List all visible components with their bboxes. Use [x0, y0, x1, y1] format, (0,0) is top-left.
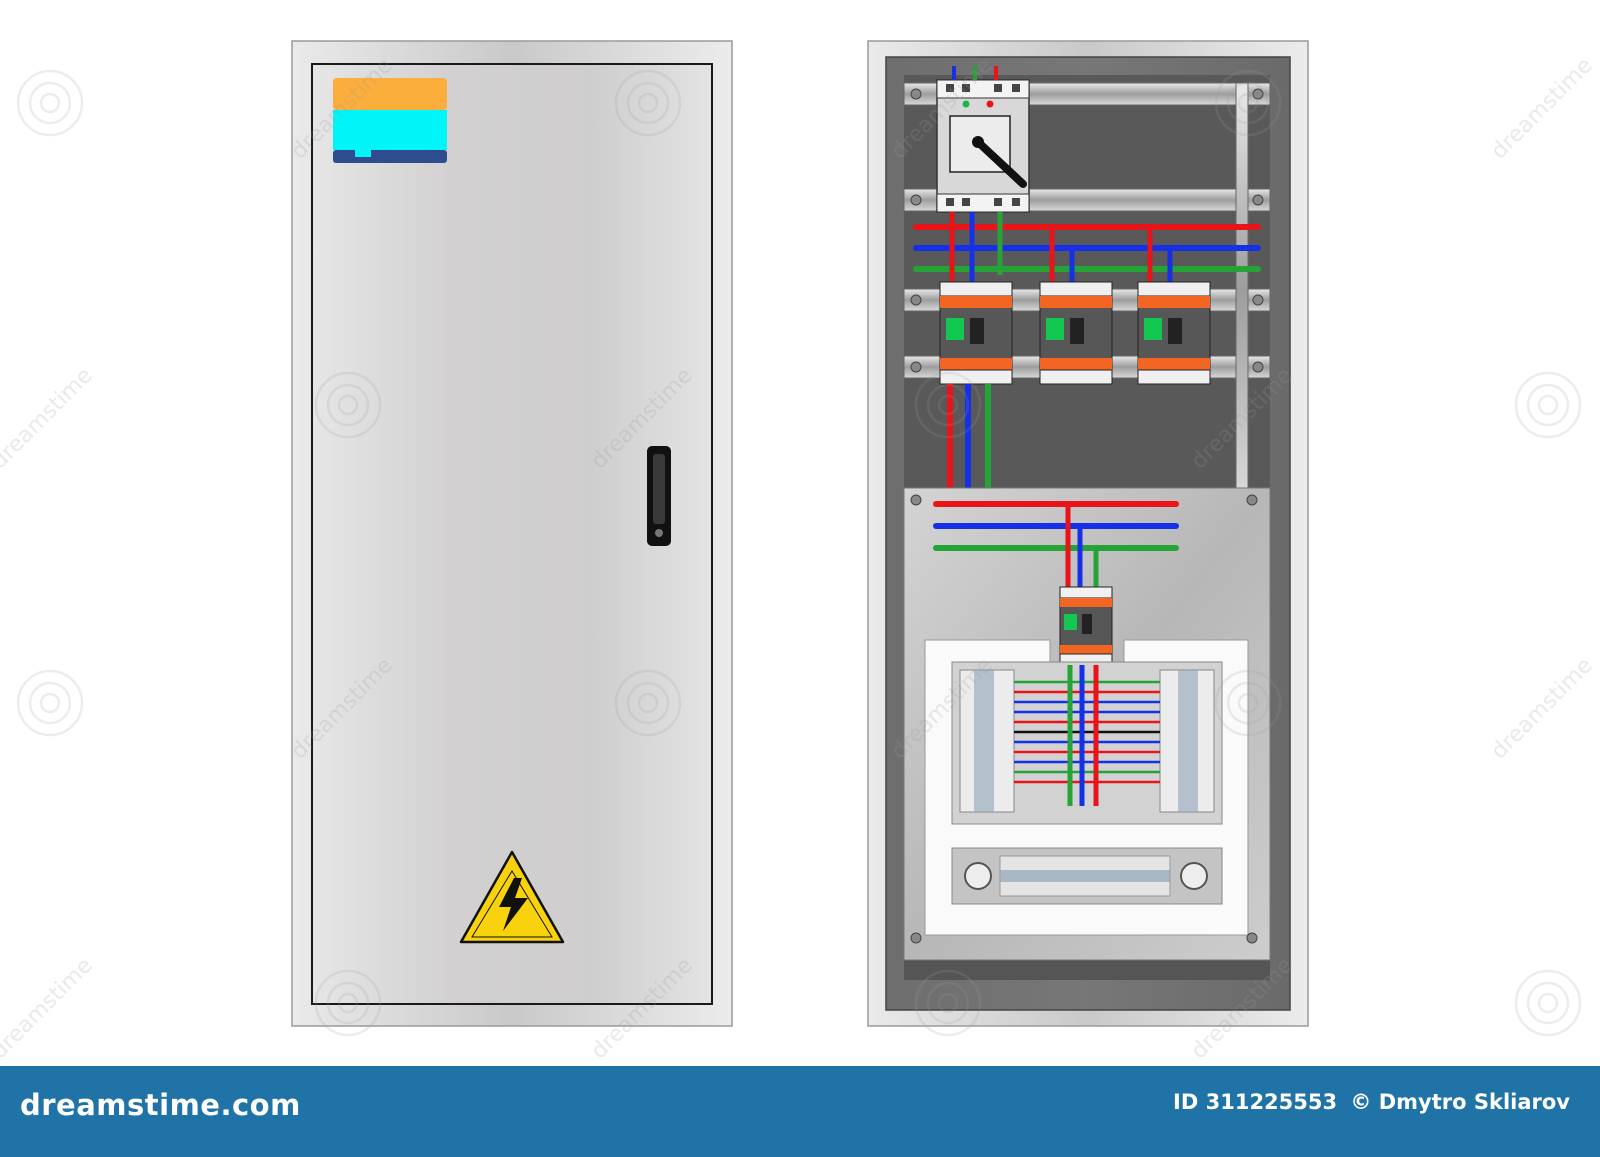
- footer-bar: dreamstime.com ID 311225553 © Dmytro Skl…: [0, 1066, 1600, 1157]
- high-voltage-warning-icon: [459, 850, 565, 944]
- open-cabinet: [867, 40, 1309, 1027]
- watermark-spiral-icon: [16, 669, 84, 737]
- watermark-spiral-icon: [614, 69, 682, 137]
- image-author: © Dmytro Skliarov: [1350, 1090, 1570, 1114]
- watermark-spiral-icon: [1514, 371, 1582, 439]
- watermark-spiral-icon: [1514, 969, 1582, 1037]
- switch-status-red-light: [986, 100, 994, 108]
- modular-breaker-rows: [959, 665, 1215, 813]
- watermark-text-group: dreamstime dreamstime dreamstime dreamst…: [0, 53, 1598, 1064]
- closed-cabinet: [291, 40, 733, 1027]
- watermark-text: dreamstime: [1487, 653, 1598, 764]
- breaker-toggle[interactable]: [946, 318, 964, 340]
- watermark-text: dreamstime: [0, 953, 98, 1064]
- switch-handle[interactable]: [974, 138, 1027, 188]
- main-breaker-2[interactable]: [1039, 281, 1113, 385]
- distribution-wires: [1014, 665, 1160, 806]
- main-breaker-3[interactable]: [1137, 281, 1211, 385]
- ground-terminal-left: [964, 862, 992, 890]
- watermark-text: dreamstime: [0, 363, 98, 474]
- door-label-plate: [333, 78, 447, 163]
- watermark-spiral-icon: [1214, 69, 1282, 137]
- breaker-toggle[interactable]: [1046, 318, 1064, 340]
- watermark-text: dreamstime: [1487, 53, 1598, 164]
- footer-brand[interactable]: dreamstime.com: [20, 1088, 301, 1122]
- breaker-toggle[interactable]: [1064, 614, 1077, 630]
- scene: dreamstime dreamstime dreamstime dreamst…: [0, 40, 1598, 1064]
- watermark-spiral-icon: [914, 969, 982, 1037]
- footer-credit: ID 311225553 © Dmytro Skliarov: [1167, 1090, 1570, 1114]
- left-breaker-column: [959, 669, 1015, 813]
- ground-terminal-right: [1180, 862, 1208, 890]
- terminal-block-strip: [951, 847, 1223, 905]
- lower-gap: [904, 960, 1270, 980]
- breaker-toggle[interactable]: [1144, 318, 1162, 340]
- watermark-spiral-icon: [16, 69, 84, 137]
- distribution-breaker[interactable]: [1059, 586, 1113, 666]
- watermark-spiral-icon: [914, 371, 982, 439]
- door-handle[interactable]: [647, 446, 671, 546]
- cabinet-door[interactable]: [311, 63, 713, 1005]
- mounting-screws: [910, 88, 1264, 944]
- right-breaker-column: [1159, 669, 1215, 813]
- watermark: [16, 69, 1582, 1037]
- watermark-spiral-icon: [614, 669, 682, 737]
- main-breaker-1[interactable]: [939, 281, 1013, 385]
- watermark-spiral-icon: [1214, 669, 1282, 737]
- rotary-isolator-switch[interactable]: [936, 66, 1030, 213]
- switch-status-green-light: [962, 100, 970, 108]
- watermark-spiral-icon: [314, 969, 382, 1037]
- lower-busbars: [933, 501, 1179, 590]
- image-id: ID 311225553: [1173, 1090, 1338, 1114]
- watermark-spiral-icon: [314, 371, 382, 439]
- upper-busbars: [913, 212, 1261, 285]
